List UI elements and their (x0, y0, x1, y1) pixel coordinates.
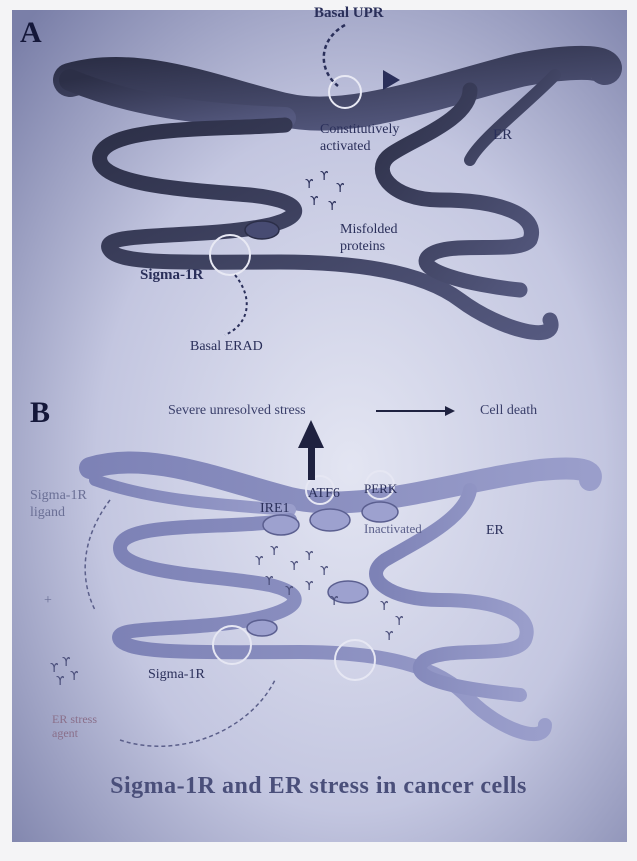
inactivated-label: Inactivated (364, 522, 422, 535)
svg-text:ϒ: ϒ (336, 181, 344, 195)
ire1-label: IRE1 (260, 502, 290, 516)
svg-text:ϒ: ϒ (290, 559, 298, 573)
svg-text:ϒ: ϒ (310, 194, 318, 208)
plus-sign: + (44, 594, 52, 608)
severe-stress-label: Severe unresolved stress (168, 404, 306, 418)
cell-death-label: Cell death (480, 404, 537, 418)
er-label-b: ER (486, 524, 504, 538)
sigma-1r-label-a: Sigma-1R (140, 268, 203, 283)
svg-text:ϒ: ϒ (320, 564, 328, 578)
svg-text:ϒ: ϒ (285, 584, 293, 598)
svg-text:ϒ: ϒ (50, 661, 58, 675)
er-stress-agent-label: ER stress agent (52, 712, 122, 741)
svg-text:ϒ: ϒ (330, 594, 338, 608)
svg-text:ϒ: ϒ (255, 554, 263, 568)
svg-text:ϒ: ϒ (305, 579, 313, 593)
basal-upr-label: Basal UPR (314, 6, 384, 21)
constitutively-activated-label: Constitutively activated (320, 122, 430, 156)
svg-text:ϒ: ϒ (70, 669, 78, 683)
svg-text:ϒ: ϒ (305, 549, 313, 563)
panel-b-label: B (30, 396, 50, 430)
svg-text:ϒ: ϒ (320, 169, 328, 183)
perk-label: PERK (364, 482, 397, 495)
misfolded-proteins-label: Misfolded proteins (340, 222, 435, 256)
er-label-a: ER (493, 128, 512, 143)
panel-a-label: A (20, 16, 42, 50)
svg-text:ϒ: ϒ (395, 614, 403, 628)
sigma-1r-label-b: Sigma-1R (148, 668, 205, 682)
svg-text:ϒ: ϒ (305, 177, 313, 191)
sigma-oval-a (245, 221, 279, 239)
atf6-label: ATF6 (308, 487, 340, 501)
svg-text:ϒ: ϒ (380, 599, 388, 613)
svg-text:ϒ: ϒ (328, 199, 336, 213)
figure-caption: Sigma-1R and ER stress in cancer cells (0, 773, 637, 800)
sigma-1r-ligand-label: Sigma-1R ligand (30, 488, 100, 522)
svg-text:ϒ: ϒ (56, 674, 64, 688)
basal-erad-label: Basal ERAD (190, 340, 263, 354)
svg-text:ϒ: ϒ (270, 544, 278, 558)
svg-text:ϒ: ϒ (385, 629, 393, 643)
svg-text:ϒ: ϒ (62, 655, 70, 669)
svg-text:ϒ: ϒ (265, 574, 273, 588)
